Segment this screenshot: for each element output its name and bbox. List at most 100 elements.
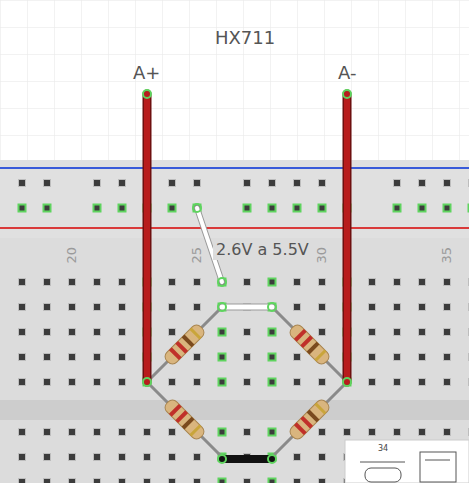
breadboard-hole <box>69 454 76 461</box>
breadboard-hole <box>169 429 176 436</box>
breadboard-hole <box>419 429 426 436</box>
breadboard-hole <box>19 379 26 386</box>
breadboard-hole <box>419 354 426 361</box>
breadboard-hole <box>119 180 126 187</box>
breadboard-hole <box>444 329 451 336</box>
breadboard-hole <box>219 479 226 483</box>
column-number: 25 <box>190 247 204 264</box>
breadboard-hole <box>169 205 176 212</box>
breadboard-hole <box>369 354 376 361</box>
breadboard-hole <box>69 429 76 436</box>
breadboard-hole <box>269 479 276 483</box>
wire-outline <box>222 304 272 311</box>
breadboard-hole <box>244 329 251 336</box>
breadboard-hole <box>94 304 101 311</box>
breadboard-hole <box>119 304 126 311</box>
breadboard-hole <box>244 279 251 286</box>
breadboard-hole <box>69 479 76 483</box>
breadboard-hole <box>19 304 26 311</box>
breadboard-hole <box>444 180 451 187</box>
breadboard-hole <box>244 429 251 436</box>
breadboard-hole <box>194 304 201 311</box>
breadboard-hole <box>269 354 276 361</box>
breadboard-hole <box>269 429 276 436</box>
breadboard-hole <box>219 329 226 336</box>
breadboard-hole <box>444 379 451 386</box>
red-wire <box>344 94 350 382</box>
breadboard-hole <box>369 304 376 311</box>
breadboard-hole <box>44 454 51 461</box>
breadboard-hole <box>444 205 451 212</box>
breadboard-hole <box>319 329 326 336</box>
pin-name: A+ <box>133 63 160 83</box>
wire-end <box>143 90 351 463</box>
breadboard-hole <box>19 205 26 212</box>
breadboard-hole <box>169 479 176 483</box>
breadboard-hole <box>69 279 76 286</box>
breadboard-hole <box>269 379 276 386</box>
breadboard-hole <box>69 379 76 386</box>
breadboard-hole <box>19 479 26 483</box>
breadboard-hole <box>219 354 226 361</box>
breadboard-hole <box>44 180 51 187</box>
breadboard-hole <box>419 379 426 386</box>
breadboard-hole <box>294 304 301 311</box>
breadboard-hole <box>369 279 376 286</box>
inset-panel <box>345 440 469 483</box>
breadboard-hole <box>144 454 151 461</box>
resistor-symbol <box>142 302 227 387</box>
breadboard-hole <box>94 479 101 483</box>
breadboard-hole <box>294 454 301 461</box>
breadboard-hole <box>319 180 326 187</box>
breadboard-hole <box>94 180 101 187</box>
breadboard-hole <box>319 429 326 436</box>
breadboard-hole <box>119 379 126 386</box>
breadboard-hole <box>269 180 276 187</box>
breadboard-hole <box>94 279 101 286</box>
breadboard-hole <box>194 379 201 386</box>
breadboard-hole <box>294 379 301 386</box>
breadboard-hole <box>44 279 51 286</box>
breadboard-hole <box>119 329 126 336</box>
breadboard-hole <box>144 479 151 483</box>
breadboard-hole <box>169 304 176 311</box>
breadboard-hole <box>394 304 401 311</box>
center-channel <box>0 400 469 420</box>
breadboard-hole <box>194 479 201 483</box>
breadboard-hole <box>169 279 176 286</box>
column-number: 20 <box>65 247 79 264</box>
breadboard-hole <box>19 429 26 436</box>
breadboard-hole <box>419 205 426 212</box>
white-wire <box>222 305 272 310</box>
inset-drawing <box>360 452 456 482</box>
wire-outline <box>343 94 352 382</box>
pin-name: A- <box>338 63 356 83</box>
breadboard-hole <box>94 379 101 386</box>
breadboard-hole <box>169 454 176 461</box>
chip-name: HX711 <box>215 28 275 48</box>
breadboard-hole <box>394 205 401 212</box>
breadboard-hole <box>244 379 251 386</box>
breadboard-hole <box>19 354 26 361</box>
breadboard-hole <box>269 329 276 336</box>
breadboard-hole <box>94 205 101 212</box>
resistor-symbol <box>267 302 352 387</box>
breadboard-hole <box>219 429 226 436</box>
breadboard-hole <box>119 429 126 436</box>
breadboard-hole <box>294 279 301 286</box>
column-number: 35 <box>440 247 454 264</box>
red-wire <box>144 94 150 382</box>
rail-line-red <box>0 227 469 229</box>
breadboard-hole <box>294 479 301 483</box>
hole-grid <box>19 180 469 483</box>
breadboard-hole <box>419 304 426 311</box>
breadboard-hole <box>394 180 401 187</box>
breadboard-hole <box>219 379 226 386</box>
breadboard-hole <box>444 304 451 311</box>
breadboard-hole <box>44 379 51 386</box>
power-rail <box>0 160 469 238</box>
breadboard-hole <box>369 329 376 336</box>
column-number: 30 <box>315 247 329 264</box>
breadboard-hole <box>119 454 126 461</box>
